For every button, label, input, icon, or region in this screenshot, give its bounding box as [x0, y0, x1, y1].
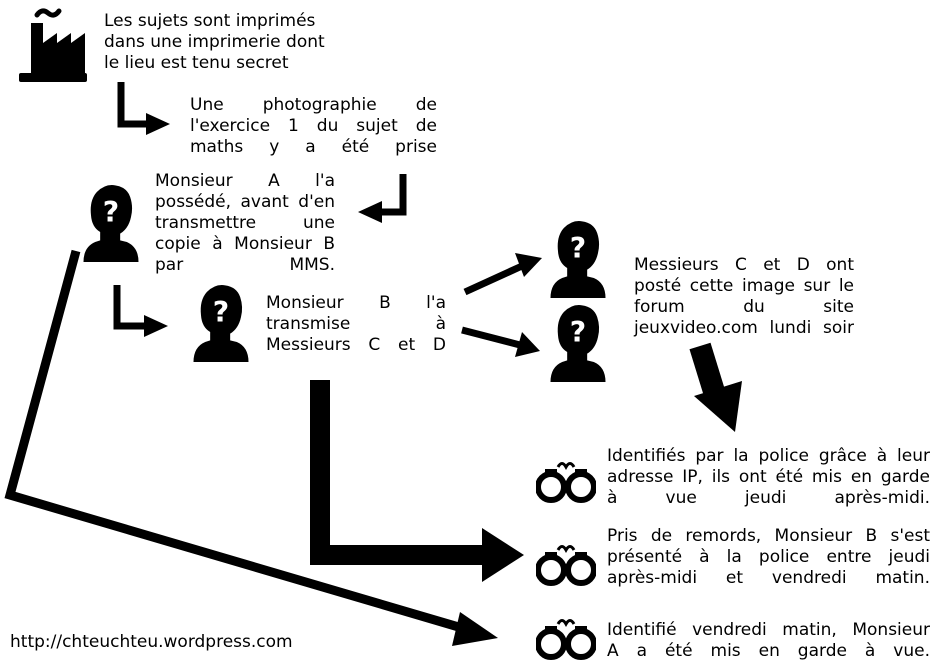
unknown-person-icon-c: ? [547, 218, 609, 298]
question-mark: ? [570, 316, 586, 349]
arrow-cd-to-police [689, 342, 742, 432]
unknown-person-icon-b: ? [190, 282, 252, 362]
question-mark: ? [213, 296, 229, 329]
question-mark: ? [103, 196, 119, 229]
credit-url: http://chteuchteu.wordpress.com [10, 632, 293, 652]
unknown-person-icon-a: ? [80, 182, 142, 262]
arrow-printing-to-photo [117, 82, 170, 135]
outcome-b-text: Pris de remords, Monsieur B s'est présen… [607, 526, 930, 588]
step-monsieur-b-text: Monsieur B l'a transmise à Messieurs C e… [266, 293, 446, 355]
step-printing-text: Les sujets sont imprimés dans une imprim… [104, 11, 325, 73]
handcuffs-icon-3 [536, 614, 596, 660]
handcuffs-icon-1 [536, 457, 596, 503]
arrow-b-to-d [461, 326, 540, 357]
arrow-photo-to-a [358, 174, 407, 223]
step-monsieur-a-text: Monsieur A l'a possédé, avant d'en trans… [155, 171, 335, 275]
step-photo-text: Une photographie de l'exercice 1 du suje… [190, 95, 437, 157]
arrow-b-to-c [463, 253, 542, 296]
outcome-cd-text: Identifiés par la police grâce à leur ad… [607, 446, 930, 508]
outcome-a-text: Identifié vendredi matin, Monsieur A a é… [607, 620, 930, 661]
handcuffs-icon-2 [536, 540, 596, 586]
factory-icon [19, 8, 87, 82]
arrow-a-to-b [113, 285, 168, 337]
unknown-person-icon-d: ? [547, 302, 609, 382]
step-messieurs-cd-text: Messieurs C et D ont posté cette image s… [634, 255, 854, 338]
arrow-a-to-custody [4, 249, 498, 646]
question-mark: ? [570, 232, 586, 265]
arrow-b-to-remorse [310, 380, 524, 582]
